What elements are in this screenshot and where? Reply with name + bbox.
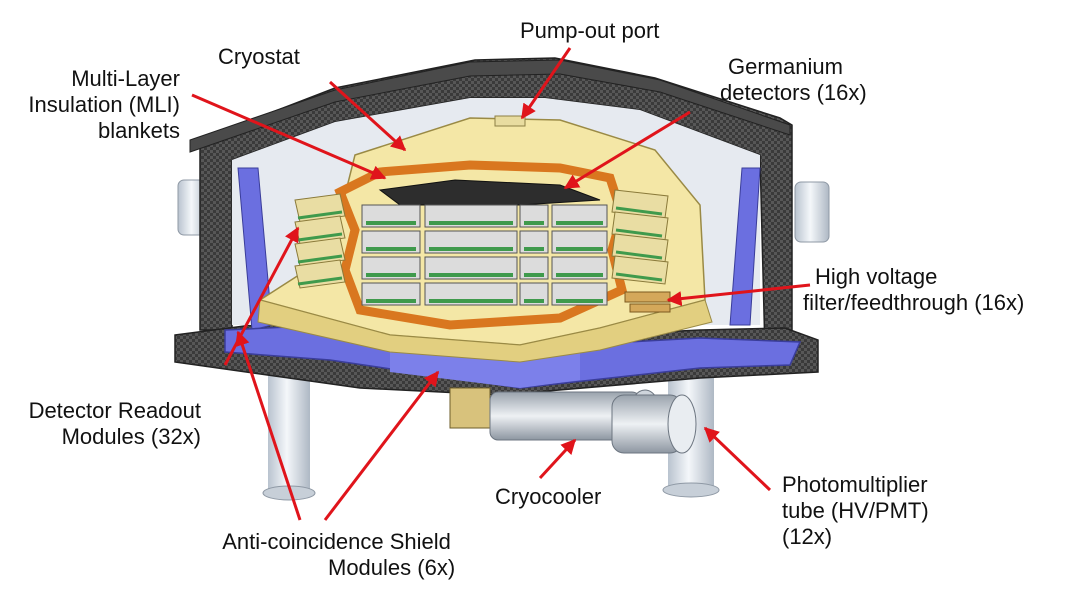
label-line: Multi-Layer bbox=[71, 66, 180, 91]
label-anti-coincidence-shield: Anti-coincidence Shield Modules (6x) bbox=[218, 529, 455, 581]
label-hv-filter: High voltage filter/feedthrough (16x) bbox=[803, 264, 1024, 316]
germanium-detector-stack bbox=[361, 179, 608, 306]
detector-module bbox=[551, 204, 608, 228]
detector-module bbox=[424, 282, 518, 306]
label-mli-blankets: Multi-Layer Insulation (MLI) blankets bbox=[28, 66, 180, 144]
label-line: Cryostat bbox=[218, 44, 300, 69]
readout-module bbox=[294, 193, 346, 223]
label-pumpout-port: Pump-out port bbox=[520, 18, 659, 44]
arrow-germanium bbox=[563, 110, 691, 190]
cryocooler-unit bbox=[449, 387, 662, 443]
readout-module bbox=[611, 255, 669, 285]
arrow-pumpout bbox=[520, 47, 572, 120]
detector-readout-modules bbox=[294, 189, 669, 289]
arrow-cryocooler bbox=[538, 438, 577, 480]
label-line: Detector Readout bbox=[28, 398, 201, 423]
readout-module bbox=[294, 237, 346, 267]
arrow-hv-filter bbox=[666, 283, 811, 307]
arrow-mli bbox=[191, 93, 387, 180]
callout-arrows bbox=[191, 47, 811, 521]
leg-foot bbox=[662, 482, 720, 498]
label-line: filter/feedthrough (16x) bbox=[803, 290, 1025, 315]
label-line: High voltage bbox=[815, 264, 938, 289]
pmt-tube bbox=[611, 394, 697, 454]
label-line: Cryocooler bbox=[495, 484, 602, 509]
arrow-shield-right bbox=[323, 370, 440, 521]
detector-module bbox=[361, 230, 421, 254]
detector-module bbox=[551, 282, 608, 306]
label-detector-readout: Detector Readout Modules (32x) bbox=[29, 398, 201, 450]
label-line: blankets bbox=[98, 118, 180, 143]
detector-module bbox=[551, 230, 608, 254]
label-line: Germanium bbox=[728, 54, 843, 79]
label-line: Pump-out port bbox=[520, 18, 660, 43]
label-line: Photomultiplier bbox=[782, 472, 928, 497]
arrow-cryostat bbox=[328, 80, 407, 152]
readout-module bbox=[294, 259, 346, 289]
label-line: Modules (32x) bbox=[61, 424, 201, 449]
label-photomultiplier: Photomultiplier tube (HV/PMT) (12x) bbox=[782, 472, 929, 550]
detector-module bbox=[424, 256, 518, 280]
label-germanium-detectors: Germanium detectors (16x) bbox=[720, 54, 867, 106]
hv-feedthroughs bbox=[624, 291, 671, 313]
label-line: Insulation (MLI) bbox=[28, 92, 180, 117]
label-line: detectors (16x) bbox=[720, 80, 867, 105]
arrow-shield-left bbox=[235, 330, 302, 521]
label-cryocooler: Cryocooler bbox=[495, 484, 601, 510]
label-cryostat: Cryostat bbox=[218, 44, 300, 70]
detector-module bbox=[361, 282, 421, 306]
detector-module bbox=[519, 204, 549, 228]
label-line: tube (HV/PMT) bbox=[782, 498, 929, 523]
detector-module bbox=[361, 204, 421, 228]
detector-module bbox=[361, 256, 421, 280]
detector-module bbox=[551, 256, 608, 280]
label-line: Anti-coincidence Shield bbox=[222, 529, 451, 554]
detector-module bbox=[424, 204, 518, 228]
support-leg bbox=[268, 375, 310, 493]
detector-module bbox=[519, 230, 549, 254]
label-line: (12x) bbox=[782, 524, 833, 549]
label-line: Modules (6x) bbox=[328, 555, 456, 580]
detector-module bbox=[519, 256, 549, 280]
detector-module bbox=[424, 230, 518, 254]
detector-module bbox=[519, 282, 549, 306]
arrow-pmt bbox=[703, 426, 772, 492]
